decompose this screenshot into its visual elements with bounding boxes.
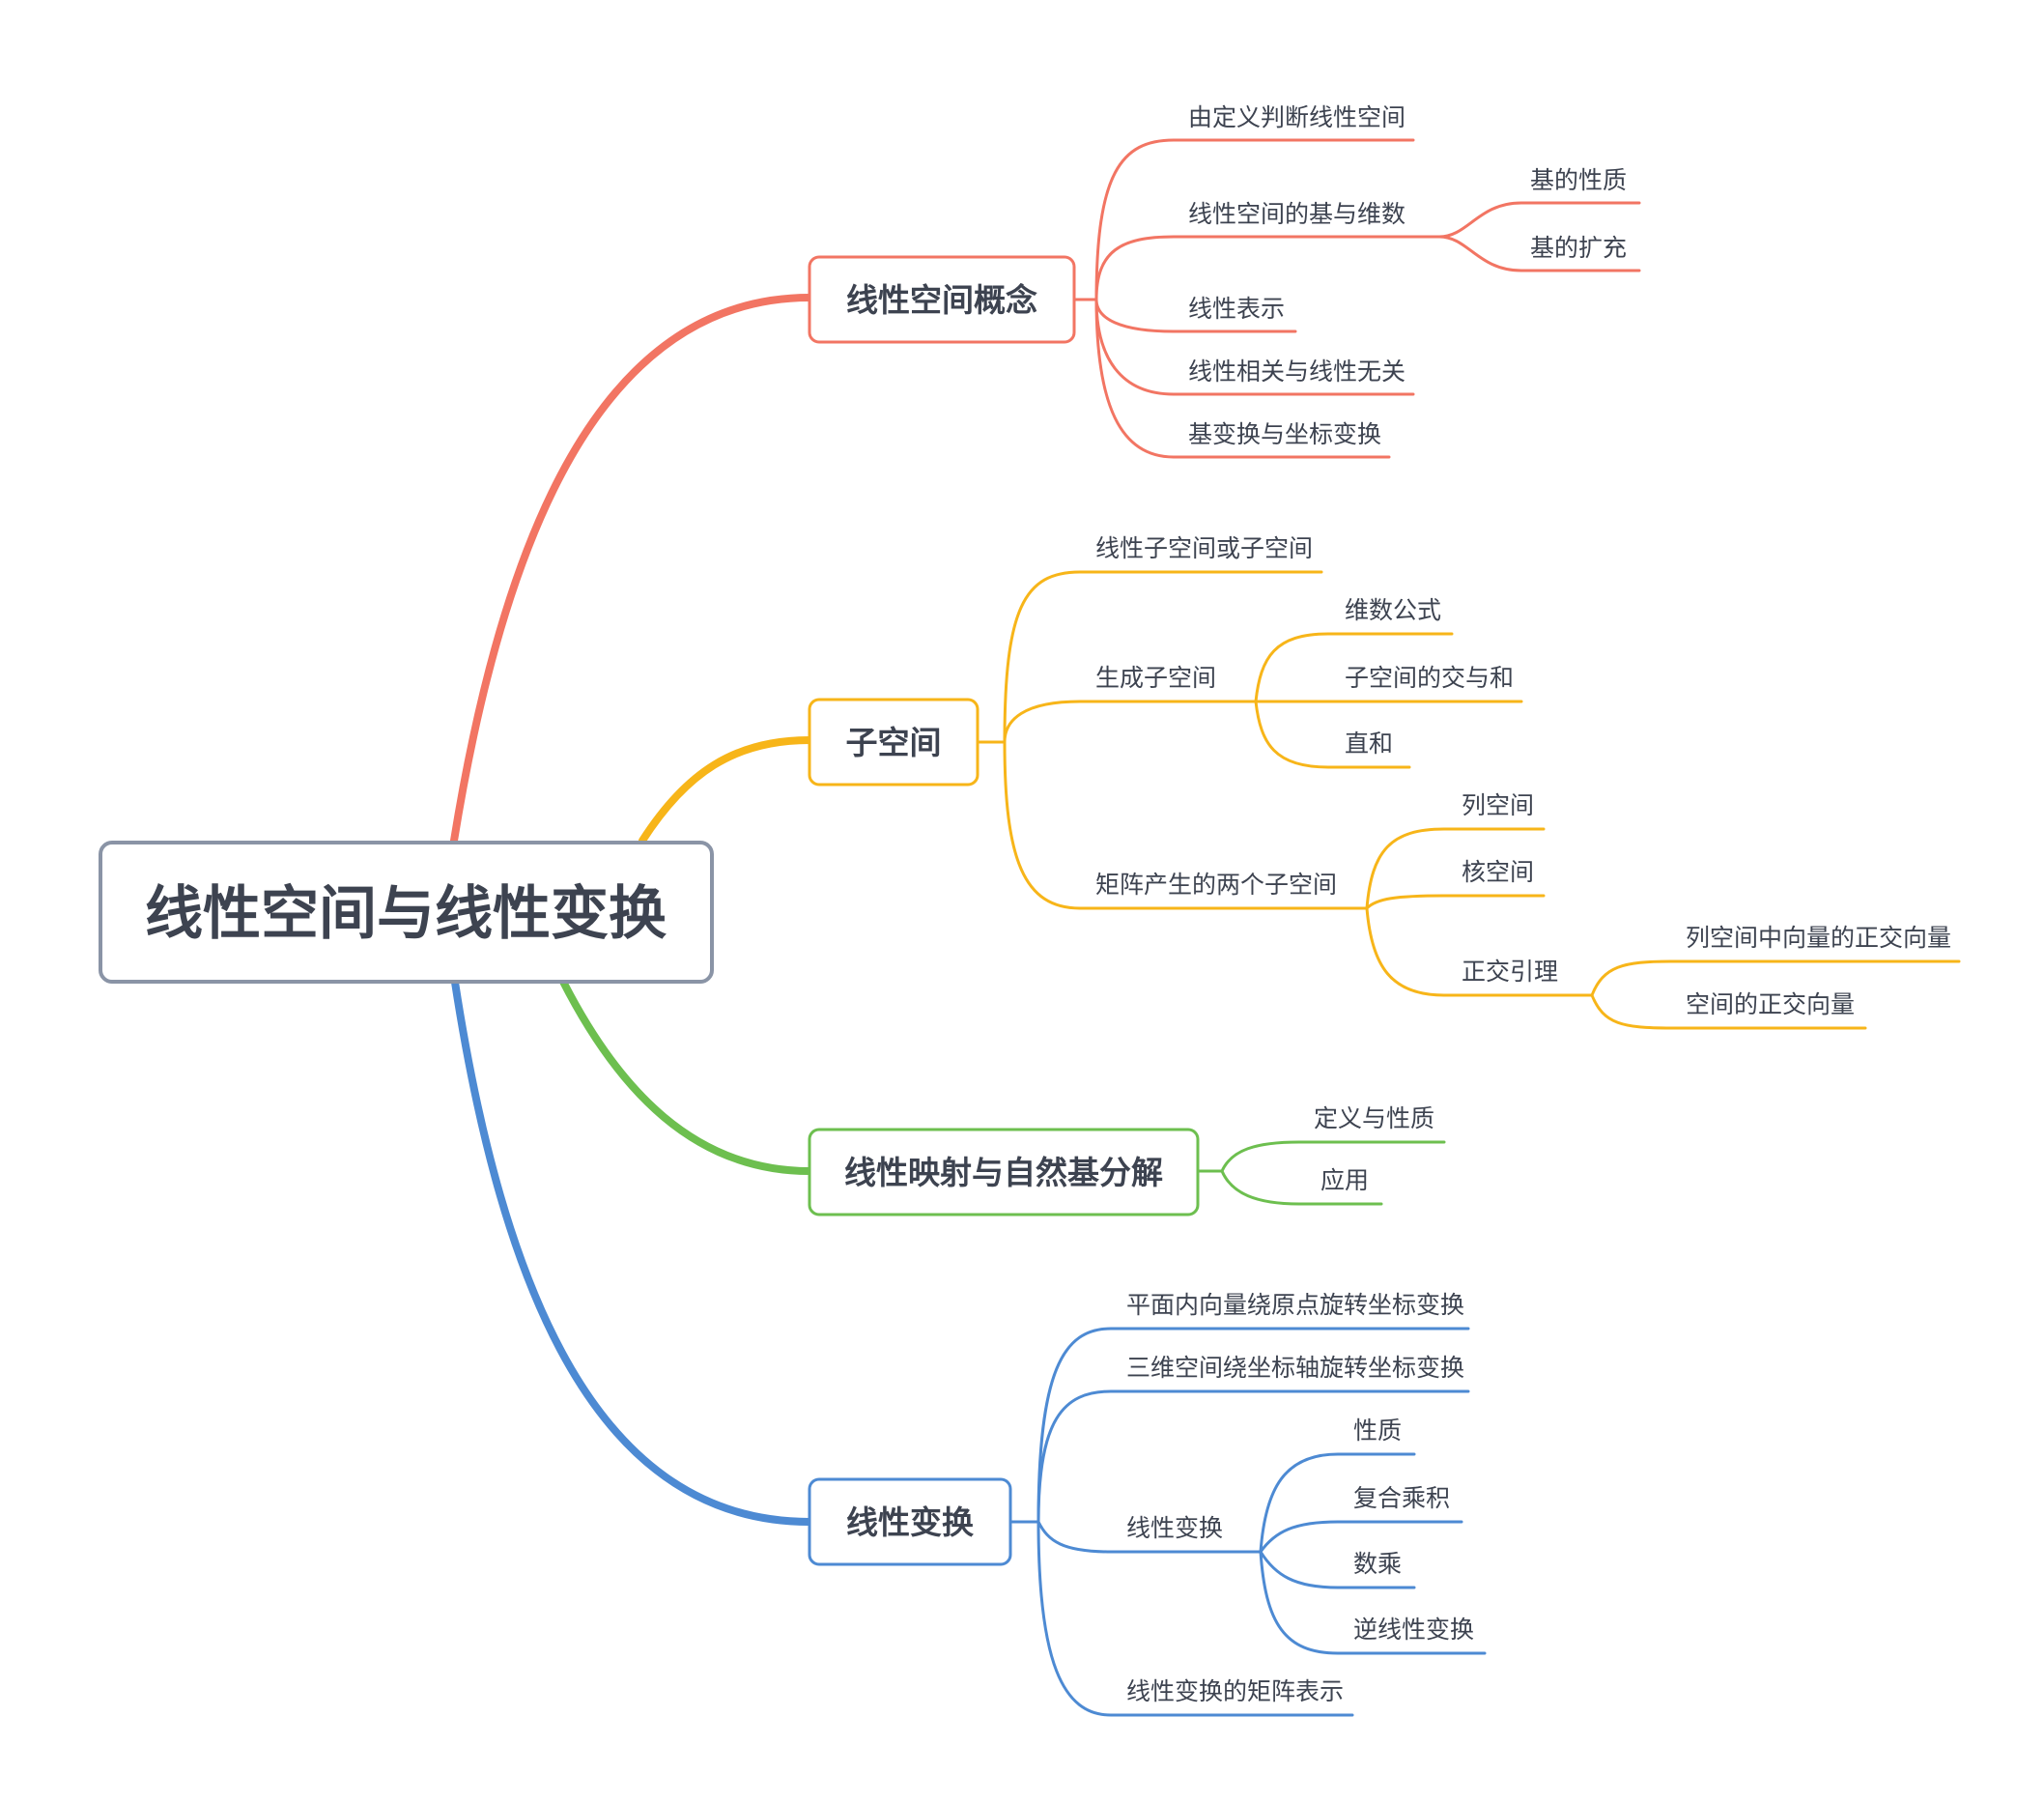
branch-node-subspace[interactable] — [808, 698, 979, 787]
branch-label-concept: 线性空间概念 — [846, 281, 1037, 319]
branch-node-concept[interactable] — [808, 255, 1076, 344]
root-edge-linear-map — [556, 972, 813, 1175]
leaf-label[interactable]: 线性空间的基与维数 — [1188, 200, 1405, 228]
branch-node-linear-transform[interactable] — [808, 1477, 1012, 1566]
leaf-label[interactable]: 列空间中向量的正交向量 — [1686, 924, 1951, 952]
leaf-label[interactable]: 性质 — [1353, 1417, 1402, 1445]
branch-linear-map: 线性映射与自然基分解 定义与性质 应用 — [808, 1104, 1446, 1216]
root-title: 线性空间与线性变换 — [145, 880, 667, 948]
leaf-label[interactable]: 生成子空间 — [1095, 664, 1216, 692]
branch-subspace: 子空间 线性子空间或子空间 生成子空间 维数公式 子空间的交与和 直和 矩阵产生… — [808, 534, 1961, 1030]
branch-label-linear-transform: 线性变换 — [846, 1503, 974, 1541]
branch-linear-transform: 线性变换 平面内向量绕原点旋转坐标变换 三维空间绕坐标轴旋转坐标变换 线性变换 … — [808, 1291, 1487, 1717]
leaf-label[interactable]: 空间的正交向量 — [1686, 990, 1855, 1018]
leaf-label[interactable]: 线性变换 — [1126, 1514, 1223, 1542]
leaf-label[interactable]: 由定义判断线性空间 — [1188, 103, 1405, 131]
leaf-label[interactable]: 核空间 — [1462, 858, 1534, 886]
leaf-label[interactable]: 基的性质 — [1530, 166, 1627, 194]
leaf-label[interactable]: 直和 — [1345, 730, 1393, 758]
root-edge-subspace — [639, 736, 813, 844]
root-node[interactable] — [99, 841, 714, 984]
leaf-label[interactable]: 线性子空间或子空间 — [1095, 534, 1313, 562]
leaf-label[interactable]: 维数公式 — [1345, 596, 1441, 624]
leaf-label[interactable]: 三维空间绕坐标轴旋转坐标变换 — [1126, 1354, 1464, 1382]
leaf-label[interactable]: 线性相关与线性无关 — [1188, 358, 1405, 386]
leaf-label[interactable]: 列空间 — [1462, 791, 1534, 819]
branch-label-subspace: 子空间 — [846, 724, 942, 761]
leaf-label[interactable]: 线性变换的矩阵表示 — [1126, 1677, 1344, 1705]
leaf-label[interactable]: 逆线性变换 — [1353, 1616, 1474, 1644]
leaf-label[interactable]: 数乘 — [1353, 1550, 1402, 1578]
leaf-label[interactable]: 定义与性质 — [1314, 1104, 1434, 1132]
leaf-label[interactable]: 应用 — [1320, 1166, 1369, 1194]
leaf-label[interactable]: 矩阵产生的两个子空间 — [1095, 871, 1337, 899]
root-edge-concept — [450, 294, 813, 844]
root-edge-linear-transform — [450, 972, 813, 1526]
leaf-label[interactable]: 基变换与坐标变换 — [1188, 420, 1381, 448]
leaf-label[interactable]: 复合乘积 — [1353, 1484, 1450, 1512]
leaf-label[interactable]: 正交引理 — [1462, 958, 1558, 986]
branch-label-linear-map: 线性映射与自然基分解 — [844, 1154, 1163, 1191]
leaf-label[interactable]: 线性表示 — [1188, 295, 1285, 323]
branch-concept: 线性空间概念 由定义判断线性空间 线性空间的基与维数 基的性质 基的扩充 线性表… — [808, 103, 1641, 459]
leaf-label[interactable]: 平面内向量绕原点旋转坐标变换 — [1126, 1291, 1464, 1319]
leaf-label[interactable]: 子空间的交与和 — [1345, 664, 1514, 692]
branch-node-linear-map[interactable] — [808, 1128, 1200, 1216]
leaf-label[interactable]: 基的扩充 — [1530, 234, 1627, 262]
